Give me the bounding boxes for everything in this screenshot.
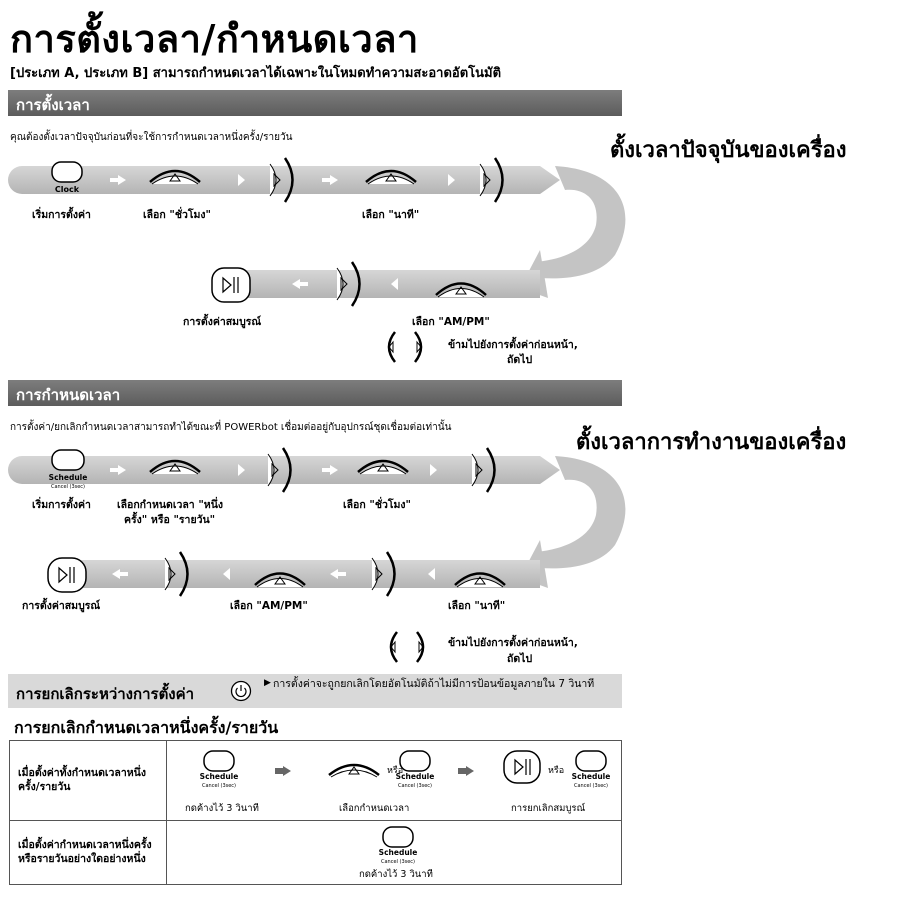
row2-label: เมื่อตั้งค่ากำหนดเวลาหนึ่งครั้งหรือรายวั… <box>9 819 167 886</box>
start-pause-icon <box>211 267 251 303</box>
up-button-icon-hour <box>357 459 409 475</box>
clock-button-icon: Clock <box>51 161 83 194</box>
schedule-type-line1: เลือกกำหนดเวลา "หนึ่ง <box>117 499 224 511</box>
row1-step1-label: กดค้างไว้ 3 วินาที <box>185 803 259 814</box>
schedule-type-line2: ครั้ง" หรือ "รายวัน" <box>124 514 216 526</box>
up-button-icon-ampm <box>254 572 306 588</box>
row2-diagram: Schedule Cancel (3sec) <box>379 825 418 865</box>
flow-uturn <box>535 166 626 279</box>
schedule-button-label: Schedule <box>396 772 435 781</box>
flow-uturn <box>535 456 626 569</box>
row1-label: เมื่อตั้งค่าทั้งกำหนดเวลาหนึ่งครั้ง/รายว… <box>9 740 167 821</box>
table-row: เมื่อตั้งค่าทั้งกำหนดเวลาหนึ่งครั้ง/รายว… <box>9 740 622 821</box>
clock-start-label: เริ่มการตั้งค่า <box>32 209 91 221</box>
power-icon <box>230 680 252 702</box>
page-title: การตั้งเวลา/กำหนดเวลา <box>10 17 419 61</box>
right-button-icon-3 <box>336 261 361 307</box>
clock-select-ampm-label: เลือก "AM/PM" <box>412 316 490 328</box>
right-button-icon-2 <box>479 157 504 203</box>
clock-callout: ตั้งเวลาปัจจุบันของเครื่อง <box>610 138 847 163</box>
row1-step2-label: เลือกกำหนดเวลา <box>339 803 410 814</box>
schedule-button-sublabel: Cancel (3sec) <box>202 783 236 789</box>
row1-diagram: Schedule Cancel (3sec) หรือ Schedule Can… <box>200 750 611 789</box>
right-button-icon-1 <box>269 157 294 203</box>
schedule-button-sublabel: Cancel (3sec) <box>381 859 415 865</box>
or-text: หรือ <box>548 765 564 776</box>
schedule-section-description: การตั้งค่า/ยกเลิกกำหนดเวลาสามารถทำได้ขณะ… <box>10 422 452 433</box>
up-button-icon-ampm <box>435 282 487 298</box>
row1-step3-label: การยกเลิกสมบูรณ์ <box>511 803 586 814</box>
table-row: เมื่อตั้งค่ากำหนดเวลาหนึ่งครั้งหรือรายวั… <box>9 819 622 886</box>
schedule-button-sublabel: Cancel (3sec) <box>574 783 608 789</box>
clock-skip-line1: ข้ามไปยังการตั้งค่าก่อนหน้า, <box>448 339 578 351</box>
flow-band-bottom <box>60 560 540 588</box>
page-subtitle: [ประเภท A, ประเภท B] สามารถกำหนดเวลาได้เ… <box>10 66 502 81</box>
flow-band-bottom <box>230 270 540 298</box>
schedule-button-label: Schedule <box>49 473 88 482</box>
schedule-section-title: การกำหนดเวลา <box>16 386 121 404</box>
bullet-arrow-icon: ▶ <box>264 678 271 688</box>
up-button-icon-minute <box>365 169 417 185</box>
schedule-select-ampm-label: เลือก "AM/PM" <box>230 600 308 612</box>
schedule-section-header: การกำหนดเวลา <box>8 380 622 406</box>
schedule-button-sublabel: Cancel (3sec) <box>398 783 432 789</box>
clock-skip-line2: ถัดไป <box>507 354 533 366</box>
up-button-icon-minute <box>454 572 506 588</box>
cancel-during-note: การตั้งค่าจะถูกยกเลิกโดยอัตโนมัติถ้าไม่ม… <box>273 678 595 690</box>
schedule-callout: ตั้งเวลาการทำงานของเครื่อง <box>576 430 847 455</box>
right-button-icon-4 <box>371 551 396 597</box>
clock-section-title: การตั้งเวลา <box>16 96 90 114</box>
schedule-start-label: เริ่มการตั้งค่า <box>32 499 91 511</box>
clock-section-description: คุณต้องตั้งเวลาปัจจุบันก่อนที่จะใช้การกำ… <box>10 132 293 143</box>
or-text: หรือ <box>387 765 403 776</box>
schedule-skip-line1: ข้ามไปยังการตั้งค่าก่อนหน้า, <box>448 637 578 649</box>
schedule-complete-label: การตั้งค่าสมบูรณ์ <box>22 600 101 612</box>
clock-complete-label: การตั้งค่าสมบูรณ์ <box>183 316 262 328</box>
schedule-select-minute-label: เลือก "นาที" <box>448 600 506 612</box>
right-button-icon-1 <box>267 447 292 493</box>
schedule-skip-line2: ถัดไป <box>507 653 533 665</box>
row2-steps: Schedule Cancel (3sec) กดค้างไว้ 3 วินาท… <box>166 819 622 886</box>
cancel-during-setting-strip: การยกเลิกระหว่างการตั้งค่า ▶ การตั้งค่าจ… <box>8 674 622 708</box>
flow-band-top <box>8 166 560 194</box>
schedule-button-label: Schedule <box>379 848 418 857</box>
schedule-button-icon: Schedule Cancel (3sec) <box>49 449 88 490</box>
right-button-icon-3 <box>164 551 189 597</box>
clock-section-header: การตั้งเวลา <box>8 90 622 116</box>
left-right-button-icon <box>389 631 425 663</box>
left-right-button-icon <box>387 331 423 363</box>
up-button-icon-type <box>149 459 201 475</box>
start-pause-icon <box>47 557 87 593</box>
schedule-button-label: Schedule <box>200 772 239 781</box>
clock-select-minute-label: เลือก "นาที" <box>362 209 420 221</box>
right-button-icon-2 <box>471 447 496 493</box>
cancel-during-title: การยกเลิกระหว่างการตั้งค่า <box>16 685 195 703</box>
flow-band-top <box>8 456 560 484</box>
cancel-schedule-table: เมื่อตั้งค่าทั้งกำหนดเวลาหนึ่งครั้ง/รายว… <box>9 740 622 886</box>
schedule-button-sublabel: Cancel (3sec) <box>51 484 85 490</box>
clock-select-hour-label: เลือก "ชั่วโมง" <box>143 209 211 221</box>
row2-step-label: กดค้างไว้ 3 วินาที <box>359 868 433 880</box>
clock-flow-diagram: Clock <box>8 157 626 307</box>
schedule-flow-diagram: Schedule Cancel (3sec) <box>8 447 626 597</box>
cancel-schedule-title: การยกเลิกกำหนดเวลาหนึ่งครั้ง/รายวัน <box>14 718 279 737</box>
row1-steps: Schedule Cancel (3sec) หรือ Schedule Can… <box>166 740 622 821</box>
schedule-select-hour-label: เลือก "ชั่วโมง" <box>343 499 411 511</box>
up-button-icon-hour <box>149 169 201 185</box>
clock-button-label: Clock <box>55 185 80 194</box>
schedule-button-label: Schedule <box>572 772 611 781</box>
